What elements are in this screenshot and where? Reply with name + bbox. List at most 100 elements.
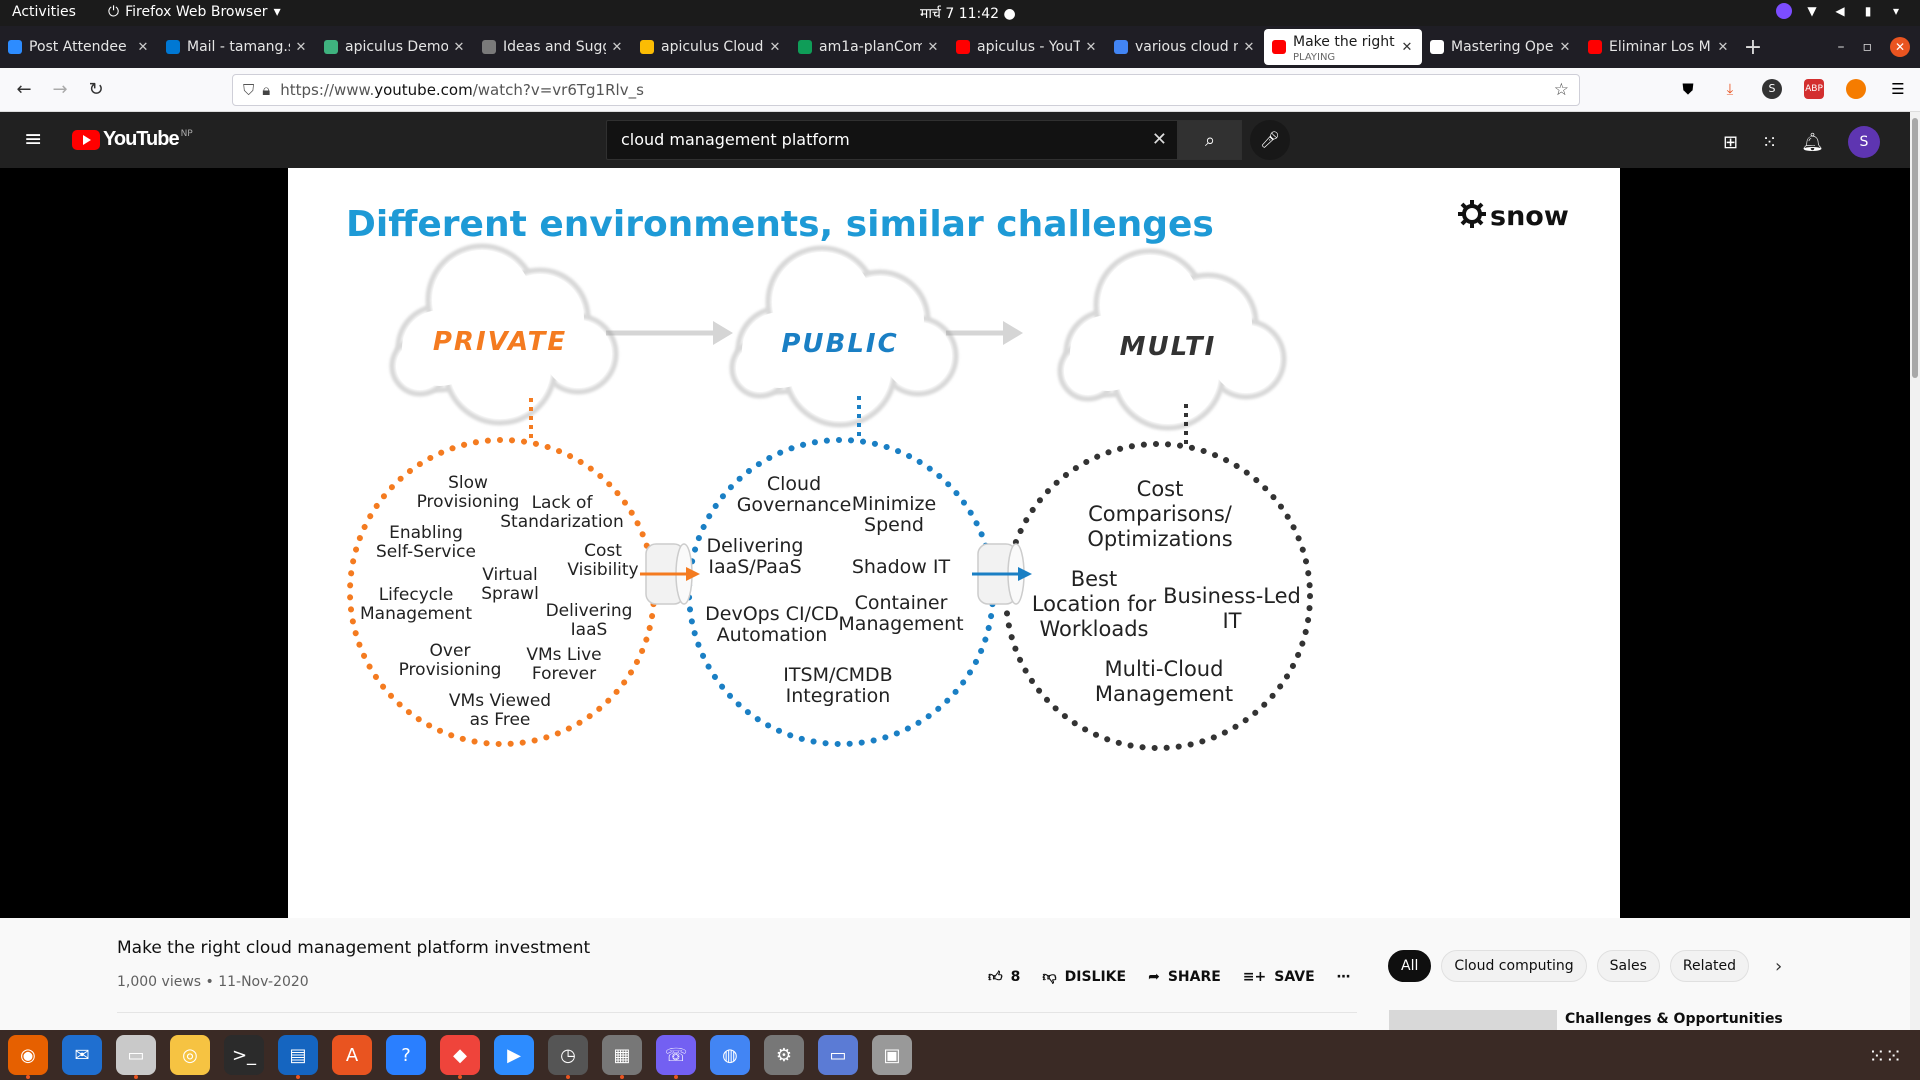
- new-tab-button[interactable]: +: [1743, 34, 1763, 60]
- zoom-icon[interactable]: ▶: [494, 1035, 534, 1075]
- save-button[interactable]: ≡+SAVE: [1243, 969, 1315, 985]
- back-icon[interactable]: ←: [16, 79, 32, 100]
- software-center-icon[interactable]: A: [332, 1035, 372, 1075]
- adblock-icon[interactable]: ABP: [1804, 79, 1824, 99]
- notifications-bell-icon[interactable]: 🔔︎: [1801, 131, 1824, 153]
- screen-icon[interactable]: ▭: [818, 1035, 858, 1075]
- youtube-header-actions: ⊞ ⁙ 🔔︎ S: [1723, 126, 1880, 158]
- tab-close-icon[interactable]: ✕: [453, 39, 465, 55]
- show-applications-icon[interactable]: ⁙⁙: [1868, 1044, 1902, 1068]
- challenge-item-line: ITSM/CMDB: [783, 664, 892, 686]
- downloads-icon[interactable]: ⤓: [1726, 80, 1734, 98]
- browser-tab[interactable]: Mail - tamang.s✕: [158, 29, 316, 65]
- filter-chip[interactable]: Cloud computing: [1441, 950, 1587, 982]
- maximize-icon[interactable]: ▫: [1862, 39, 1873, 55]
- video-player[interactable]: Different environments, similar challeng…: [0, 168, 1910, 918]
- chevron-right-icon[interactable]: ›: [1775, 955, 1783, 977]
- browser-tab[interactable]: apiculus Cloud✕: [632, 29, 790, 65]
- cloud-label: PRIVATE: [433, 327, 567, 357]
- terminal-icon[interactable]: >_: [224, 1035, 264, 1075]
- challenge-item-line: Cost: [1137, 477, 1184, 501]
- files-icon[interactable]: ▭: [116, 1035, 156, 1079]
- writer-icon[interactable]: ▤: [278, 1035, 318, 1079]
- viber-icon[interactable]: ☏: [656, 1035, 696, 1079]
- thunderbird-icon[interactable]: ✉: [62, 1035, 102, 1075]
- url-bar[interactable]: ⛉ 🔒︎ https://www.youtube.com/watch?v=vr6…: [232, 74, 1580, 106]
- browser-tab[interactable]: Make the right✕PLAYING: [1264, 29, 1422, 65]
- browser-tab[interactable]: Eliminar Los M✕: [1580, 29, 1738, 65]
- help-icon[interactable]: ?: [386, 1035, 426, 1075]
- tab-close-icon[interactable]: ✕: [611, 39, 623, 55]
- tab-close-icon[interactable]: ✕: [1559, 39, 1571, 55]
- youtube-header: ≡ YouTube NP cloud management platform ✕…: [0, 112, 1920, 168]
- tab-close-icon[interactable]: ✕: [927, 39, 939, 55]
- tab-close-icon[interactable]: ✕: [137, 39, 149, 55]
- browser-tab[interactable]: various cloud m✕: [1106, 29, 1264, 65]
- rhythmbox-icon[interactable]: ◎: [170, 1035, 210, 1075]
- menu-icon[interactable]: ☰: [1891, 80, 1905, 98]
- filter-chip[interactable]: All: [1388, 950, 1432, 982]
- create-video-icon[interactable]: ⊞: [1722, 131, 1739, 153]
- avatar[interactable]: S: [1848, 126, 1880, 158]
- youtube-logo[interactable]: YouTube NP: [72, 128, 193, 151]
- browser-tab[interactable]: Ideas and Sugg✕: [474, 29, 632, 65]
- screenshot-icon[interactable]: ▦: [602, 1035, 642, 1079]
- tab-close-icon[interactable]: ✕: [769, 39, 781, 55]
- dislike-button[interactable]: 👎︎DISLIKE: [1042, 968, 1126, 986]
- share-button[interactable]: ➦SHARE: [1148, 969, 1221, 985]
- challenge-item-line: Spend: [864, 514, 924, 536]
- reload-icon[interactable]: ↻: [88, 79, 104, 100]
- search-input[interactable]: cloud management platform ✕: [606, 120, 1178, 160]
- challenge-item-line: Provisioning: [417, 492, 520, 512]
- clock[interactable]: मार्च 7 11:42 ●: [920, 6, 1016, 22]
- anydesk-icon[interactable]: ◆: [440, 1035, 480, 1079]
- voice-search-button[interactable]: 🎤︎: [1250, 120, 1290, 160]
- clear-search-icon[interactable]: ✕: [1151, 129, 1167, 150]
- activities-button[interactable]: Activities: [12, 4, 76, 20]
- browser-tab[interactable]: Post Attendee✕: [0, 29, 158, 65]
- youtube-wordmark: YouTube: [103, 128, 180, 150]
- browser-tab[interactable]: Mastering Ope✕: [1422, 29, 1580, 65]
- scrollbar-thumb[interactable]: [1912, 118, 1918, 378]
- tab-close-icon[interactable]: ✕: [1717, 39, 1729, 55]
- browser-tab[interactable]: apiculus - YouT✕: [948, 29, 1106, 65]
- forward-icon[interactable]: →: [52, 79, 68, 100]
- challenge-item-line: Management: [360, 604, 472, 624]
- search-button[interactable]: ⌕: [1178, 120, 1242, 160]
- extension-icon[interactable]: [1776, 3, 1792, 19]
- browser-tab[interactable]: am1a-planCom✕: [790, 29, 948, 65]
- chrome-icon[interactable]: ◍: [710, 1035, 750, 1075]
- profile-icon[interactable]: S: [1762, 79, 1782, 99]
- minimize-icon[interactable]: –: [1837, 39, 1845, 55]
- extension-icon[interactable]: [1846, 79, 1866, 99]
- tab-close-icon[interactable]: ✕: [1085, 39, 1097, 55]
- more-actions-button[interactable]: ⋯: [1337, 969, 1351, 985]
- filter-chip[interactable]: Related: [1669, 950, 1750, 982]
- settings-icon[interactable]: ⚙: [764, 1035, 804, 1075]
- filter-chip[interactable]: Sales: [1596, 950, 1660, 982]
- tracking-protection-icon[interactable]: ⛉: [243, 81, 255, 99]
- system-tray[interactable]: ▼ ◀ ▮ ▾: [1776, 3, 1904, 19]
- pocket-icon[interactable]: ⛊: [1682, 80, 1694, 98]
- clock-app-icon[interactable]: ◷: [548, 1035, 588, 1079]
- challenge-item-line: Best: [1071, 567, 1118, 591]
- tab-close-icon[interactable]: ✕: [1401, 39, 1413, 55]
- snow-gear-icon: [1458, 200, 1486, 228]
- close-window-icon[interactable]: ✕: [1890, 37, 1910, 57]
- like-button[interactable]: 👍︎8: [988, 968, 1020, 986]
- hamburger-menu-icon[interactable]: ≡: [24, 127, 43, 152]
- page-scrollbar[interactable]: [1910, 112, 1920, 1030]
- apps-grid-icon[interactable]: ⁙: [1762, 131, 1778, 153]
- lock-icon[interactable]: 🔒︎: [262, 81, 271, 99]
- firefox-icon[interactable]: ◉: [8, 1035, 48, 1079]
- tab-close-icon[interactable]: ✕: [295, 39, 307, 55]
- image-viewer-icon[interactable]: ▣: [872, 1035, 912, 1075]
- bookmark-star-icon[interactable]: ☆: [1553, 80, 1569, 100]
- browser-tab[interactable]: apiculus Demo✕: [316, 29, 474, 65]
- app-menu[interactable]: ⏻ Firefox Web Browser ▾: [108, 4, 281, 20]
- challenge-item-line: Lifecycle: [379, 585, 454, 605]
- tab-close-icon[interactable]: ✕: [1243, 39, 1255, 55]
